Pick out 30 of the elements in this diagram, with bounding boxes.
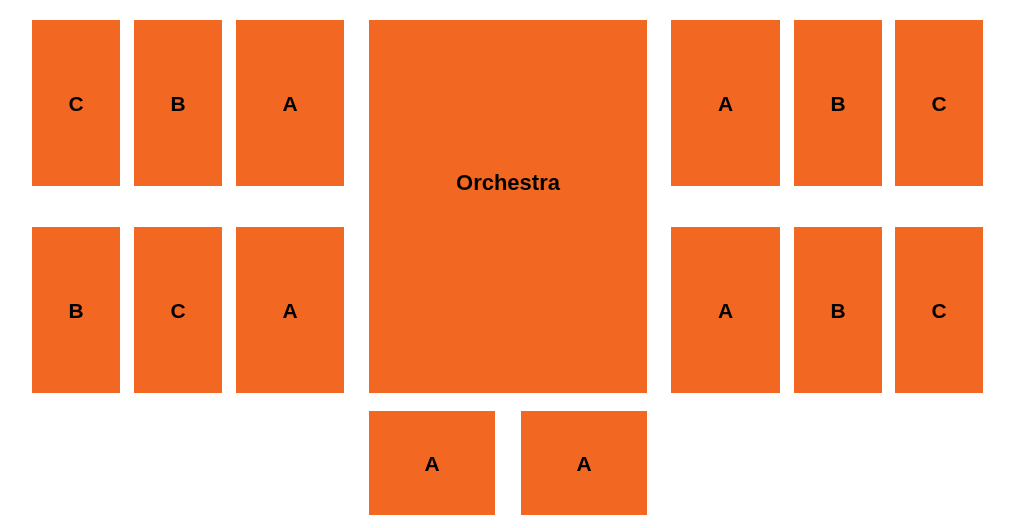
seating-section <box>521 411 647 515</box>
section-label: B <box>830 299 846 321</box>
seating-section <box>236 20 344 186</box>
section-label: C <box>931 299 947 321</box>
section-label: A <box>717 299 734 321</box>
orchestra-section <box>369 20 647 393</box>
seating-section <box>671 227 780 393</box>
section-label: A <box>282 92 298 114</box>
section-label: B <box>170 92 186 114</box>
seating-section <box>895 20 983 186</box>
section-label: A <box>717 92 734 114</box>
seating-section <box>895 227 983 393</box>
section-label: C <box>931 92 947 114</box>
section-label: Orchestra <box>456 171 560 194</box>
section-label: A <box>282 299 298 321</box>
seating-section <box>369 411 495 515</box>
seating-section <box>32 227 120 393</box>
seating-section <box>236 227 344 393</box>
section-label: B <box>68 299 84 321</box>
section-label: A <box>424 452 440 474</box>
section-label: A <box>576 452 592 474</box>
seating-section <box>32 20 120 186</box>
seating-section <box>794 20 882 186</box>
seating-section <box>671 20 780 186</box>
section-label: C <box>68 92 84 114</box>
seating-section <box>794 227 882 393</box>
seating-section <box>134 20 222 186</box>
seating-section <box>134 227 222 393</box>
section-label: C <box>170 299 186 321</box>
section-label: B <box>830 92 846 114</box>
